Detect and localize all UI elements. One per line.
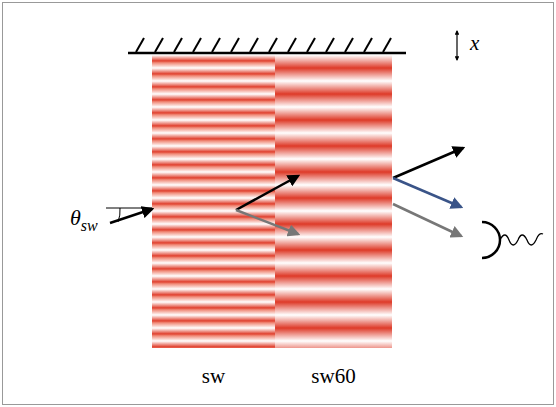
angle-symbol: θ	[70, 205, 81, 231]
axis-label: x	[470, 31, 479, 56]
beam	[393, 148, 463, 178]
beam	[236, 176, 298, 210]
signal-wave	[500, 234, 543, 245]
grating-sw60	[275, 55, 392, 348]
beam	[236, 210, 298, 234]
reference-line	[106, 208, 152, 209]
grating-label: sw	[202, 364, 225, 389]
angle-subscript: sw	[81, 217, 98, 235]
grating-region: sw60	[275, 55, 392, 393]
beam	[393, 178, 461, 207]
translation-arrow	[456, 31, 457, 60]
grating-sw	[152, 55, 275, 348]
grating-region: sw	[152, 55, 275, 393]
grating-label: sw60	[311, 364, 355, 389]
detector	[482, 222, 500, 258]
beam	[393, 204, 461, 236]
incident-beam	[110, 209, 152, 223]
mirror-hatch	[136, 38, 391, 52]
